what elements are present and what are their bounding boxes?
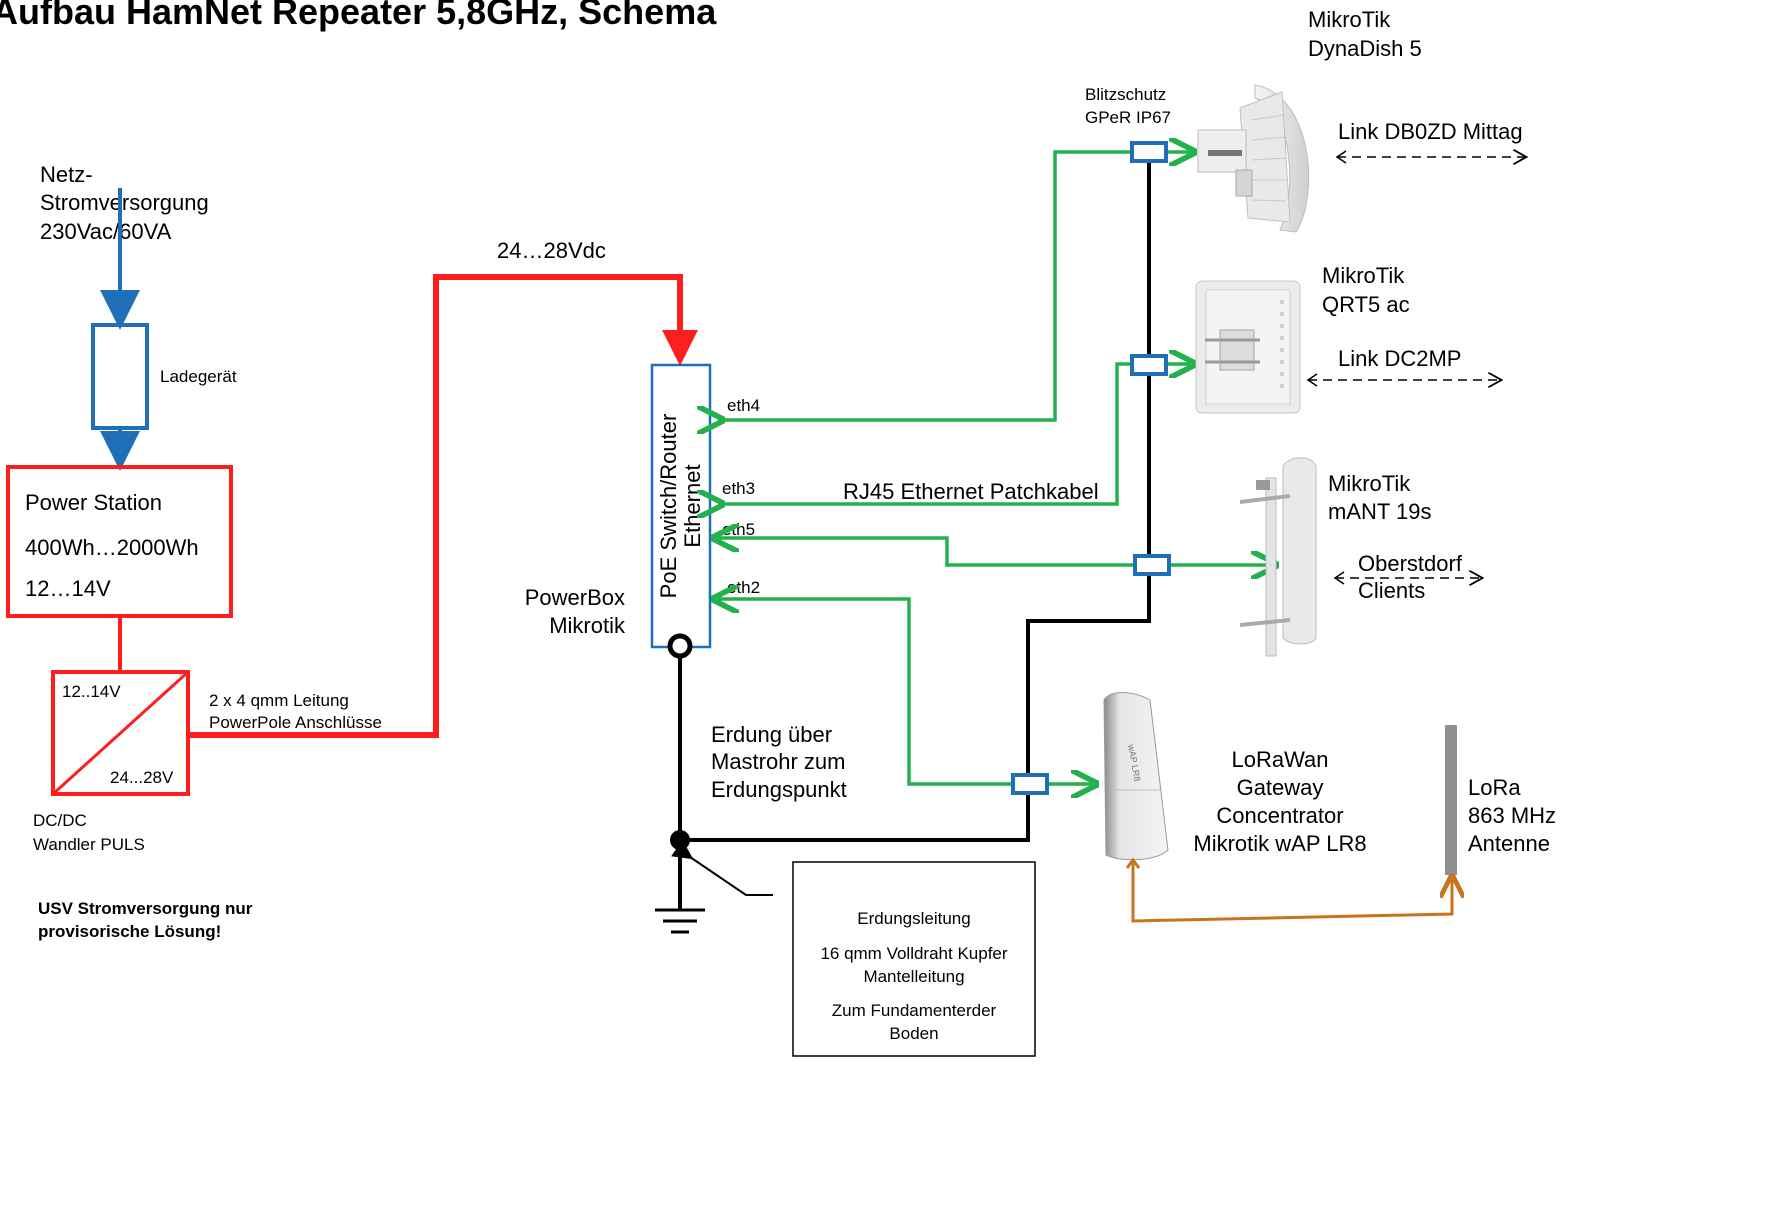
power-station-capacity: 400Wh…2000Wh — [25, 535, 199, 560]
svg-text:Erdung über: Erdung über — [711, 722, 832, 747]
svg-text:Concentrator: Concentrator — [1216, 803, 1343, 828]
svg-text:mANT 19s: mANT 19s — [1328, 499, 1432, 524]
power-station-voltage: 12…14V — [25, 576, 111, 601]
ethernet-eth5-cable — [718, 538, 1272, 565]
ground-info-box — [792, 861, 1036, 1057]
svg-text:QRT5 ac: QRT5 ac — [1322, 292, 1410, 317]
lora-antenna — [1445, 725, 1457, 875]
mant-label: MikroTik mANT 19s — [1328, 471, 1432, 524]
surge-protector-mant — [1133, 554, 1171, 576]
ethernet-eth2-cable — [718, 599, 1092, 784]
svg-text:Netz-: Netz- — [40, 162, 93, 187]
svg-text:863 MHz: 863 MHz — [1468, 803, 1556, 828]
port-eth3: eth3 — [722, 479, 755, 498]
link-db0zd-label: Link DB0ZD Mittag — [1338, 119, 1523, 144]
ground-junction — [670, 830, 690, 850]
usv-note-2: provisorische Lösung! — [38, 922, 221, 941]
lorawan-label: LoRaWan Gateway Concentrator Mikrotik wA… — [1193, 747, 1366, 856]
svg-text:Erdungsleitung: Erdungsleitung — [857, 909, 970, 928]
dc-power-cable — [188, 274, 698, 738]
port-eth4: eth4 — [727, 396, 760, 415]
dcdc-caption: DC/DC — [33, 811, 87, 830]
diagram-title: Aufbau HamNet Repeater 5,8GHz, Schema — [0, 0, 717, 32]
dcdc-output-label: 24...28V — [110, 768, 174, 787]
svg-text:Mikrotik wAP LR8: Mikrotik wAP LR8 — [1193, 831, 1366, 856]
powerbox-inner-label: PoE Switch/Router — [656, 414, 681, 599]
lora-antenna-label: LoRa 863 MHz Antenne — [1468, 775, 1556, 856]
svg-text:DynaDish 5: DynaDish 5 — [1308, 36, 1422, 61]
ground-terminal — [667, 633, 693, 659]
protector-label: Blitzschutz — [1085, 85, 1166, 104]
mains-supply-label: Netz- Stromversorgung 230Vac/60VA — [40, 162, 209, 244]
dynadish-label: MikroTik DynaDish 5 — [1308, 7, 1422, 61]
powerbox-inner-label-2: Ethernet — [680, 464, 705, 547]
dynadish-device — [1197, 84, 1310, 233]
link-dc2mp-label: Link DC2MP — [1338, 346, 1461, 371]
svg-text:Zum Fundamenterder: Zum Fundamenterder — [832, 1001, 997, 1020]
dcdc-diagonal — [51, 670, 190, 796]
ground-label: Erdung über Mastrohr zum Erdungspunkt — [711, 722, 847, 802]
ground-info-text: Erdungsleitung 16 qmm Volldraht Kupfer M… — [820, 909, 1007, 1043]
link-oberstdorf-label: Oberstdorf — [1358, 551, 1463, 576]
surge-protector-dynadish — [1130, 141, 1168, 163]
ethernet-eth4-cable — [718, 152, 1190, 420]
surge-protector-qrt — [1130, 354, 1168, 376]
svg-text:230Vac/60VA: 230Vac/60VA — [40, 219, 172, 244]
dcdc-input-label: 12..14V — [62, 682, 121, 701]
charger-label: Ladegerät — [160, 367, 237, 386]
svg-text:Erdungspunkt: Erdungspunkt — [711, 777, 847, 802]
svg-text:LoRa: LoRa — [1468, 775, 1521, 800]
qrt5-device — [1195, 280, 1301, 414]
surge-protector-lorawan — [1011, 773, 1049, 795]
svg-text:Stromversorgung: Stromversorgung — [40, 190, 209, 215]
svg-text:MikroTik: MikroTik — [1328, 471, 1411, 496]
svg-text:Mantelleitung: Mantelleitung — [863, 967, 964, 986]
power-station-name: Power Station — [25, 490, 162, 515]
svg-text:Antenne: Antenne — [1468, 831, 1550, 856]
charger-box — [91, 323, 149, 430]
svg-text:MikroTik: MikroTik — [1322, 263, 1405, 288]
svg-text:MikroTik: MikroTik — [1308, 7, 1391, 32]
protector-label-2: GPeR IP67 — [1085, 108, 1171, 127]
cable-label: 2 x 4 qmm Leitung — [209, 691, 349, 710]
mant-device — [1239, 457, 1317, 657]
voltage-label: 24…28Vdc — [497, 238, 606, 263]
svg-text:LoRaWan: LoRaWan — [1231, 747, 1328, 772]
qrt5-label: MikroTik QRT5 ac — [1322, 263, 1410, 317]
lorawan-gateway-device: wAP LR8 — [1103, 692, 1169, 861]
port-eth2: eth2 — [727, 578, 760, 597]
lora-coax-cable — [1131, 860, 1452, 923]
powerbox-name-2: Mikrotik — [549, 613, 626, 638]
usv-note: USV Stromversorgung nur — [38, 899, 253, 918]
svg-text:16 qmm Volldraht Kupfer: 16 qmm Volldraht Kupfer — [820, 944, 1007, 963]
svg-text:Gateway: Gateway — [1237, 775, 1324, 800]
svg-text:Mastrohr zum: Mastrohr zum — [711, 749, 845, 774]
port-eth5: eth5 — [722, 520, 755, 539]
ground-pointer-arrow — [671, 839, 773, 896]
dcdc-caption-2: Wandler PULS — [33, 835, 145, 854]
link-oberstdorf-label-2: Clients — [1358, 578, 1425, 603]
powerbox-name: PowerBox — [525, 585, 625, 610]
cable-label-2: PowerPole Anschlüsse — [209, 713, 382, 732]
patch-cable-label: RJ45 Ethernet Patchkabel — [843, 479, 1099, 504]
svg-text:Boden: Boden — [889, 1024, 938, 1043]
